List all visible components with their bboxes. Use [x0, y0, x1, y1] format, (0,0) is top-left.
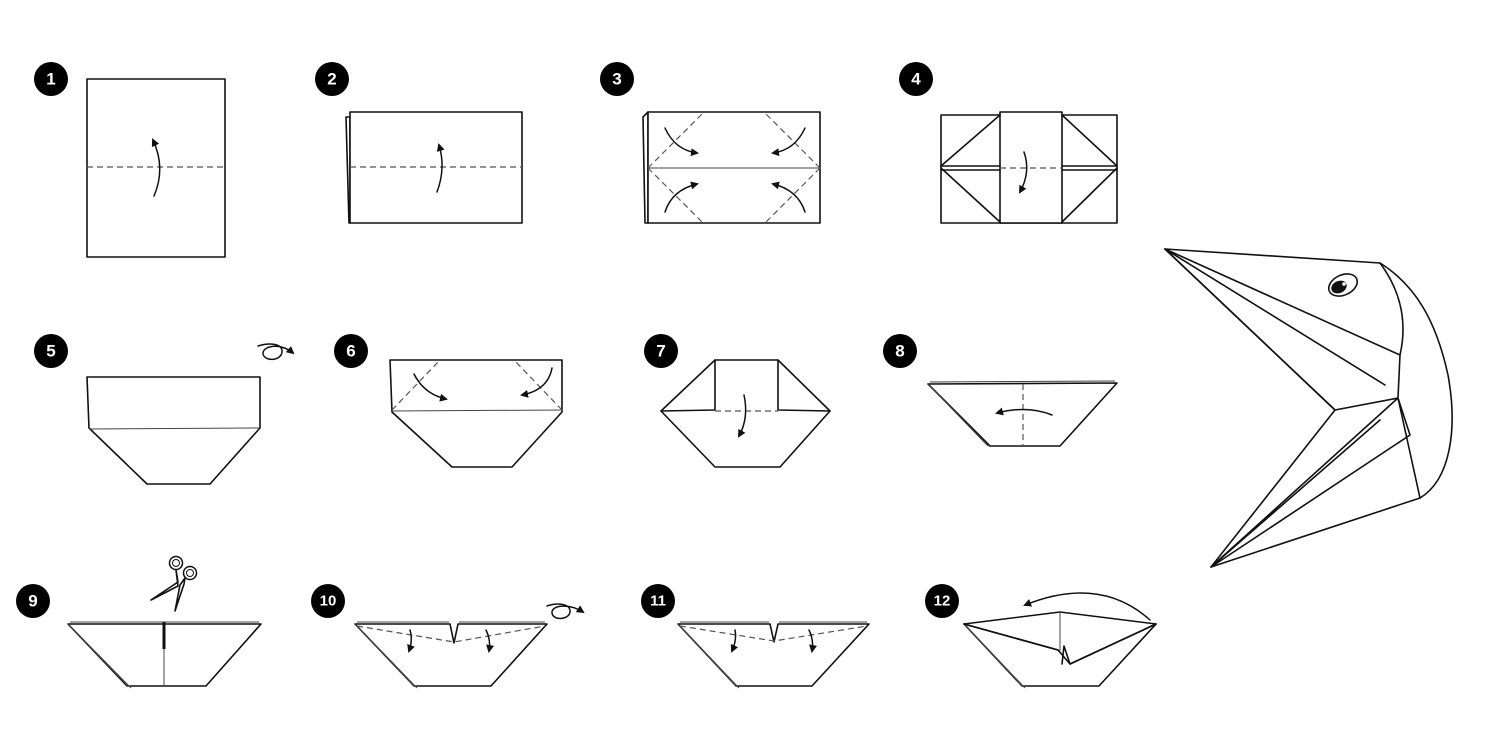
crow-head-figure: [1164, 248, 1453, 568]
turn-over-icon: [257, 343, 295, 361]
fold-arrow-icon: [485, 629, 495, 653]
step-badge-5: 5: [34, 334, 68, 368]
step-badge-12: 12: [925, 584, 959, 618]
svg-text:10: 10: [320, 593, 337, 610]
fold-arrow-icon: [407, 629, 415, 653]
svg-text:2: 2: [327, 70, 336, 89]
step-badge-11: 11: [641, 584, 675, 618]
step-3-figure: [642, 111, 821, 224]
fold-arrow-icon: [771, 127, 806, 157]
step-2-figure: [345, 111, 523, 224]
svg-text:8: 8: [895, 342, 904, 361]
step-badge-7: 7: [644, 334, 678, 368]
turn-over-icon: [546, 603, 585, 620]
fold-arrow-icon: [664, 181, 699, 213]
step-badge-4: 4: [899, 62, 933, 96]
svg-text:9: 9: [28, 592, 37, 611]
step-badge-10: 10: [311, 584, 345, 618]
svg-text:5: 5: [46, 342, 55, 361]
scissors-icon: [150, 555, 198, 612]
step-11-figure: [677, 621, 870, 689]
fold-arrow-icon: [436, 143, 445, 193]
step-6-figure: [389, 359, 563, 468]
step-badge-1: 1: [34, 62, 68, 96]
step-badge-2: 2: [315, 62, 349, 96]
fold-arrow-icon: [808, 629, 818, 653]
step-10-figure: [354, 603, 585, 689]
svg-text:4: 4: [911, 70, 921, 89]
step-5-figure: [86, 343, 295, 485]
svg-text:1: 1: [46, 70, 55, 89]
svg-text:6: 6: [346, 342, 355, 361]
step-7-figure: [660, 359, 831, 468]
fold-arrow-icon: [413, 373, 448, 402]
fold-arrow-icon: [738, 394, 747, 438]
fold-arrow-icon: [730, 629, 739, 653]
step-badge-8: 8: [883, 334, 917, 368]
step-badge-6: 6: [334, 334, 368, 368]
step-9-figure: [67, 555, 262, 689]
step-badge-3: 3: [600, 62, 634, 96]
svg-text:3: 3: [612, 70, 621, 89]
svg-text:11: 11: [650, 593, 666, 610]
fold-arrow-icon: [151, 138, 161, 197]
fold-arrow-icon: [995, 407, 1053, 416]
eye-icon: [1327, 273, 1359, 297]
svg-text:7: 7: [656, 342, 665, 361]
step-badge-9: 9: [16, 584, 50, 618]
fold-arrow-icon: [664, 127, 699, 157]
svg-text:12: 12: [934, 593, 951, 610]
fold-arrow-icon: [1019, 151, 1028, 194]
step-12-figure: [963, 592, 1157, 689]
step-1-figure: [86, 78, 226, 258]
fold-arrow-icon: [1023, 592, 1151, 621]
fold-arrow-icon: [771, 181, 806, 213]
fold-arrow-icon: [520, 367, 553, 398]
step-8-figure: [927, 380, 1118, 447]
step-4-figure: [940, 111, 1118, 224]
